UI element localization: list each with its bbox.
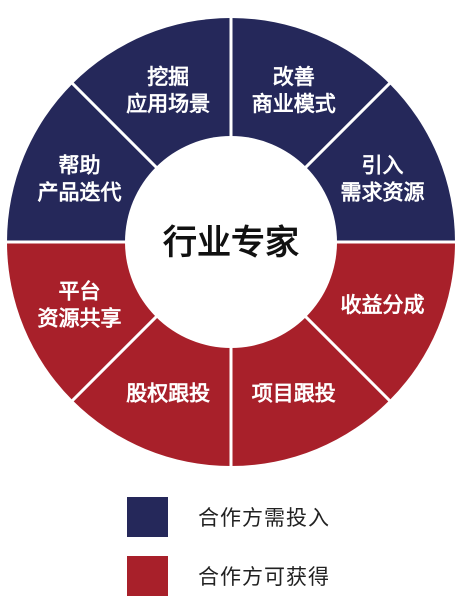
center-label: 行业专家 xyxy=(163,223,299,263)
segment-label-help-product-iteration: 帮助产品迭代 xyxy=(38,154,122,205)
legend-label-invest: 合作方需投入 xyxy=(198,506,330,530)
legend-item-gain: 合作方可获得 xyxy=(127,556,330,596)
segment-label-revenue-share: 收益分成 xyxy=(341,293,425,317)
legend-label-gain: 合作方可获得 xyxy=(198,565,330,589)
center-hub xyxy=(125,136,337,348)
legend-swatch-invest xyxy=(127,497,168,537)
legend-item-invest: 合作方需投入 xyxy=(127,497,330,537)
segment-label-equity-co-invest: 股权跟投 xyxy=(126,382,210,406)
legend-swatch-gain xyxy=(127,556,168,596)
segment-label-platform-resource-sharing: 平台资源共享 xyxy=(38,279,122,330)
segment-label-improve-business-model: 改善商业模式 xyxy=(252,65,336,116)
segment-label-explore-scenarios: 挖掘应用场景 xyxy=(126,65,210,116)
segment-label-project-co-invest: 项目跟投 xyxy=(252,382,336,406)
segment-label-bring-in-demand: 引入需求资源 xyxy=(341,154,425,205)
